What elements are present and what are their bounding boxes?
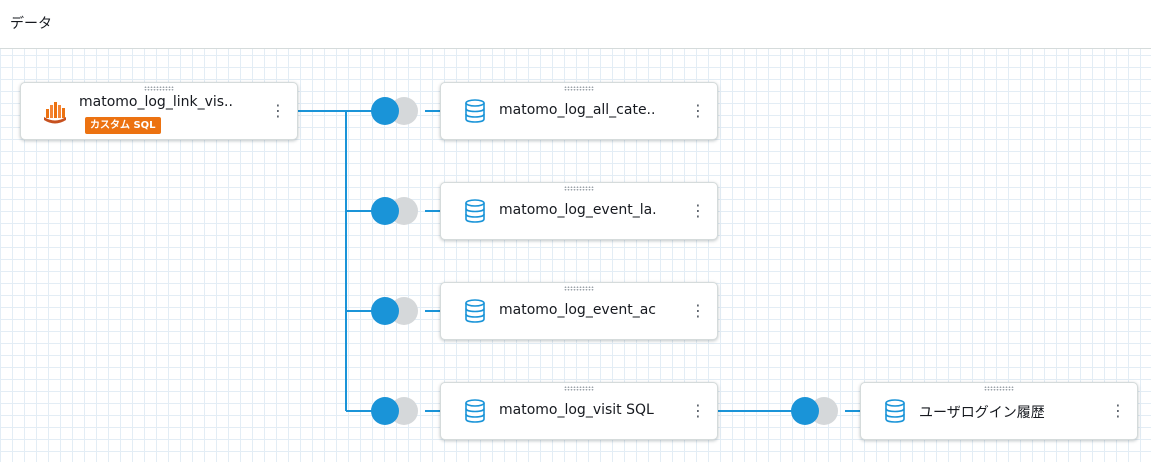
drag-handle[interactable] [564,86,594,91]
dataset-label: matomo_log_event_ac [499,302,656,318]
source-trunk-wire [298,110,347,411]
amazon-athena-icon [44,102,66,124]
more-options-icon[interactable]: ⋮ [690,201,706,220]
more-options-icon[interactable]: ⋮ [690,101,706,120]
join-button-4[interactable] [371,397,421,425]
dataset-node[interactable]: matomo_log_event_la. ⋮ [440,182,718,240]
more-options-icon[interactable]: ⋮ [690,401,706,420]
dataset-node[interactable]: matomo_log_visit SQL ⋮ [440,382,718,440]
join-circle-primary [371,97,399,125]
drag-handle[interactable] [564,286,594,291]
join-circle-primary [371,397,399,425]
source-node[interactable]: matomo_log_link_vis.. カスタム SQL ⋮ [20,82,298,140]
more-options-icon[interactable]: ⋮ [690,301,706,320]
more-options-icon[interactable]: ⋮ [1110,401,1126,420]
database-icon [465,299,485,323]
page-title: データ [10,16,52,32]
join-circle-primary [371,297,399,325]
dataset-label: ユーザログイン履歴 [919,405,1045,421]
database-icon [465,99,485,123]
dataset-label: matomo_log_visit SQL [499,402,654,418]
dataset-label: matomo_log_all_cate.. [499,102,656,118]
join-circle-primary [791,397,819,425]
dataset-node[interactable]: matomo_log_all_cate.. ⋮ [440,82,718,140]
join-button-5[interactable] [791,397,841,425]
dataset-label: matomo_log_event_la. [499,202,657,218]
join-button-1[interactable] [371,97,421,125]
custom-sql-badge: カスタム SQL [85,117,161,134]
drag-handle[interactable] [564,186,594,191]
join-button-2[interactable] [371,197,421,225]
drag-handle[interactable] [984,386,1014,391]
join-connections [298,110,860,412]
database-icon [465,399,485,423]
data-prep-canvas[interactable]: matomo_log_link_vis.. カスタム SQL ⋮ [0,49,1151,462]
join-button-3[interactable] [371,297,421,325]
more-options-icon[interactable]: ⋮ [270,101,286,120]
drag-handle[interactable] [144,86,174,91]
drag-handle[interactable] [564,386,594,391]
header-bar: データ [0,0,1151,49]
dataset-node[interactable]: ユーザログイン履歴 ⋮ [860,382,1138,440]
join-circle-primary [371,197,399,225]
database-icon [885,399,905,423]
database-icon [465,199,485,223]
source-label: matomo_log_link_vis.. [79,94,233,110]
dataset-node[interactable]: matomo_log_event_ac ⋮ [440,282,718,340]
